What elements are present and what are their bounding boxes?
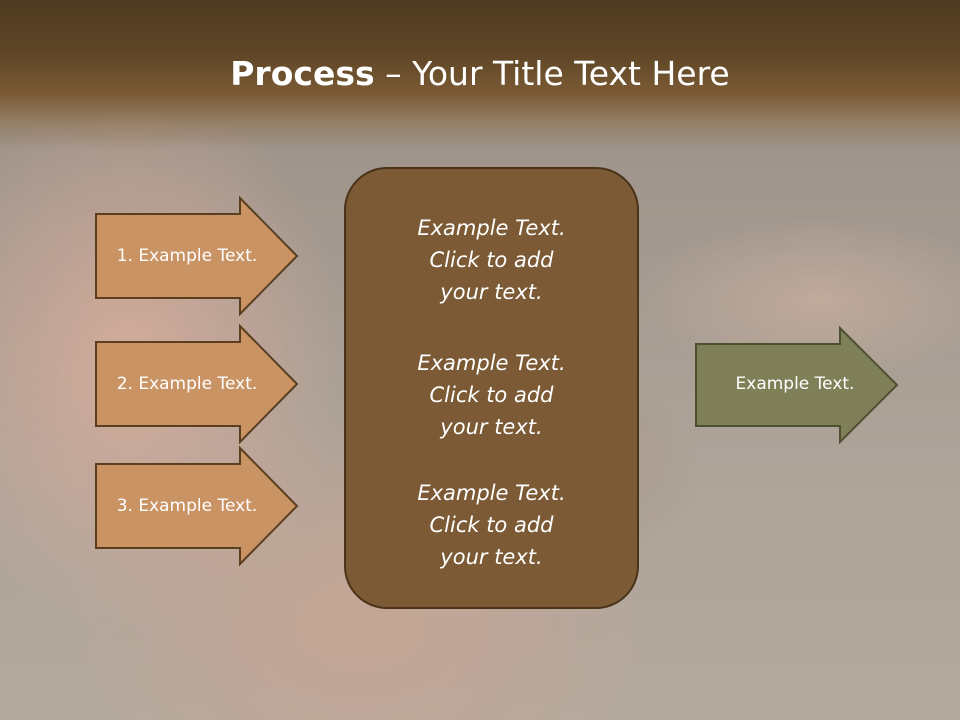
center-text-line: Click to add — [429, 383, 554, 407]
center-text-line: your text. — [440, 545, 543, 569]
center-box-shape[interactable] — [344, 167, 639, 609]
center-text-block-2: Example Text. Click to add your text. — [345, 347, 638, 443]
right-arrow-shape[interactable] — [695, 325, 899, 445]
center-text-block-1: Example Text. Click to add your text. — [345, 212, 638, 308]
slide-title[interactable]: Process – Your Title Text Here — [0, 52, 960, 96]
title-bar — [0, 0, 960, 150]
arrow-shape-3[interactable] — [95, 445, 299, 567]
arrow-label-3: 3. Example Text. — [116, 496, 258, 516]
right-arrow-label: Example Text. — [735, 374, 855, 394]
center-text-line: Example Text. — [417, 216, 566, 240]
center-text-line: Click to add — [429, 513, 554, 537]
center-text-line: your text. — [440, 280, 543, 304]
center-text-line: your text. — [440, 415, 543, 439]
center-text-line: Example Text. — [417, 481, 566, 505]
title-bold: Process — [230, 54, 375, 93]
title-rest: – Your Title Text Here — [374, 54, 730, 93]
arrow-shape-2[interactable] — [95, 323, 299, 445]
arrow-shape-1[interactable] — [95, 195, 299, 317]
arrow-label-2: 2. Example Text. — [116, 374, 258, 394]
center-text-line: Click to add — [429, 248, 554, 272]
center-text-block-3: Example Text. Click to add your text. — [345, 477, 638, 573]
center-text-line: Example Text. — [417, 351, 566, 375]
arrow-label-1: 1. Example Text. — [116, 246, 258, 266]
